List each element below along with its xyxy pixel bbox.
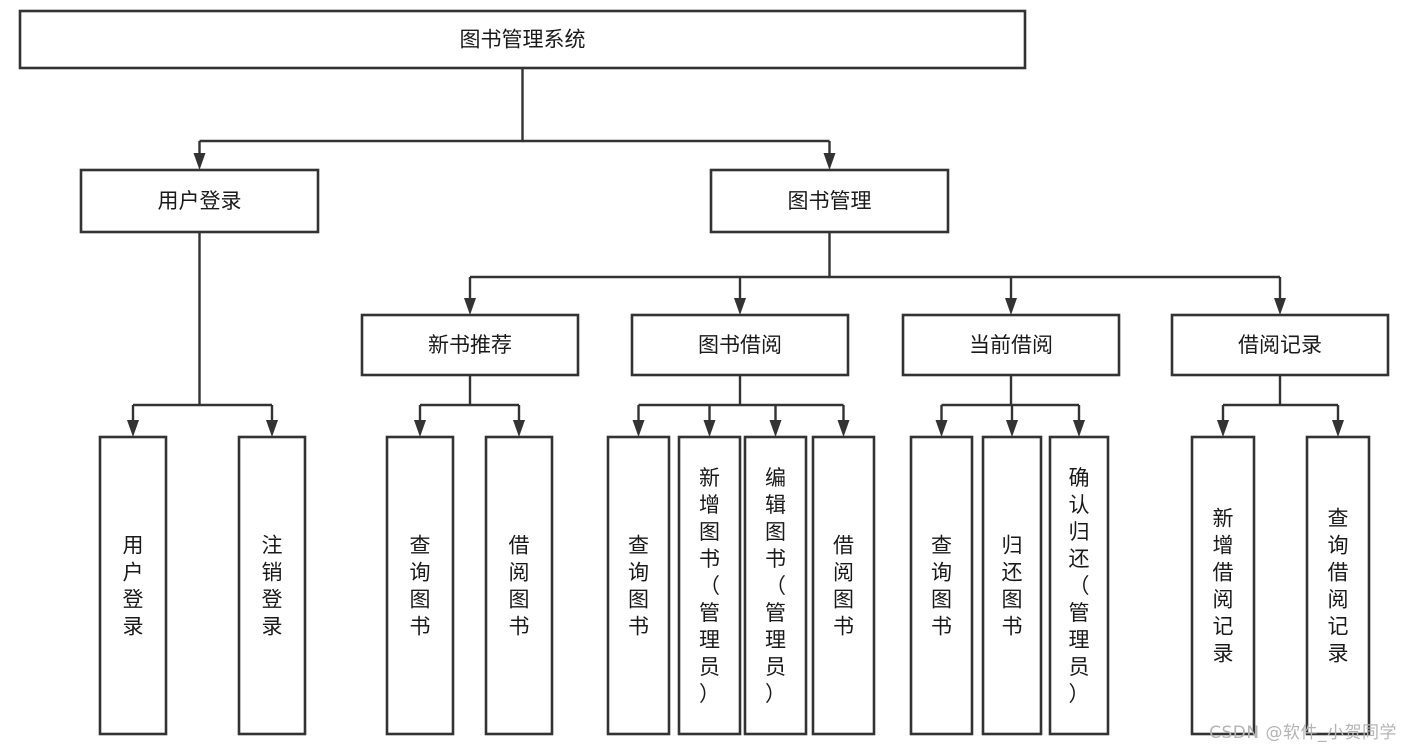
node-leaf-query-book-cur-label: 查询图书 [931, 534, 952, 639]
node-leaf-return-book[interactable]: 归还图书 [981, 435, 1043, 736]
node-current-borrow-box [901, 313, 1121, 377]
node-leaf-edit-book-label: 编辑图书（管理员） [765, 466, 786, 706]
node-leaf-user-login-box [98, 435, 168, 736]
node-leaf-borrow-book-rec-label: 借阅图书 [509, 534, 530, 639]
node-leaf-query-book-rec[interactable]: 查询图书 [385, 435, 455, 736]
node-borrow-record[interactable]: 借阅记录 [1170, 313, 1390, 377]
node-leaf-query-book-borrow[interactable]: 查询图书 [606, 435, 671, 736]
node-leaf-user-login-label: 用户登录 [123, 534, 144, 639]
connector-layer [127, 68, 1344, 437]
node-leaf-add-book-box [677, 435, 742, 736]
node-leaf-confirm-return-label: 确认归还（管理员） [1069, 466, 1090, 706]
node-leaf-query-book-rec-label: 查询图书 [410, 534, 431, 639]
node-leaf-return-book-label: 归还图书 [1002, 534, 1023, 639]
node-book-manage-label: 图书管理 [788, 189, 872, 213]
current-borrow-to-leaves-branch-2-arrow-head-icon [1073, 420, 1085, 437]
node-leaf-user-logout-label: 注销登录 [262, 534, 283, 639]
node-user-login[interactable]: 用户登录 [79, 168, 320, 234]
node-borrow-record-label: 借阅记录 [1238, 333, 1322, 357]
node-book-borrow-label: 图书借阅 [698, 333, 782, 357]
node-leaf-confirm-return-box [1048, 435, 1110, 736]
node-user-login-label: 用户登录 [158, 189, 242, 213]
node-leaf-query-record-label: 查询借阅记录 [1328, 507, 1349, 666]
node-leaf-return-book-box [981, 435, 1043, 736]
node-leaf-user-logout[interactable]: 注销登录 [237, 435, 307, 736]
node-new-book-rec-box [360, 313, 580, 377]
book-manage-to-level3-branch-2-arrow-head-icon [1005, 298, 1017, 315]
root-to-level2-branch-0-arrow-head-icon [193, 153, 206, 170]
book-borrow-to-leaves-branch-1-arrow-head-icon [703, 420, 716, 437]
root-to-level2-branch-1-arrow-head-icon [823, 153, 836, 170]
watermark-text: CSDN @软件_小贺同学 [1209, 723, 1397, 743]
node-book-manage[interactable]: 图书管理 [709, 168, 950, 234]
node-leaf-query-book-cur[interactable]: 查询图书 [909, 435, 974, 736]
node-leaf-confirm-return[interactable]: 确认归还（管理员） [1048, 435, 1110, 736]
node-leaf-borrow-book-rec[interactable]: 借阅图书 [484, 435, 554, 736]
node-root-system-label: 图书管理系统 [460, 28, 586, 52]
node-leaf-user-login[interactable]: 用户登录 [98, 435, 168, 736]
node-leaf-borrow-book[interactable]: 借阅图书 [811, 435, 876, 736]
node-leaf-query-record-box [1305, 435, 1371, 736]
node-user-login-box [79, 168, 320, 234]
node-leaf-borrow-book-box [811, 435, 876, 736]
node-book-borrow-box [630, 313, 850, 377]
node-leaf-add-record-box [1190, 435, 1256, 736]
borrow-record-to-leaves-branch-1-arrow-head-icon [1332, 420, 1344, 437]
book-borrow-to-leaves-branch-0-arrow-head-icon [632, 420, 645, 437]
node-leaf-add-book[interactable]: 新增图书（管理员） [677, 435, 742, 736]
book-manage-to-level3-branch-1-arrow-head-icon [734, 298, 746, 315]
node-leaf-query-record[interactable]: 查询借阅记录 [1305, 435, 1371, 736]
node-leaf-query-book-rec-box [385, 435, 455, 736]
node-root-system[interactable]: 图书管理系统 [18, 9, 1027, 70]
node-leaf-query-book-borrow-label: 查询图书 [628, 534, 649, 639]
node-new-book-rec[interactable]: 新书推荐 [360, 313, 580, 377]
node-leaf-add-book-label: 新增图书（管理员） [699, 466, 720, 706]
node-leaf-query-book-cur-box [909, 435, 974, 736]
node-leaf-add-record[interactable]: 新增借阅记录 [1190, 435, 1256, 736]
node-leaf-user-logout-box [237, 435, 307, 736]
new-book-rec-to-leaves-branch-0-arrow-head-icon [414, 420, 426, 437]
node-leaf-edit-book[interactable]: 编辑图书（管理员） [743, 435, 808, 736]
book-borrow-to-leaves-branch-2-arrow-head-icon [769, 420, 782, 437]
node-layer: 图书管理系统用户登录图书管理新书推荐图书借阅当前借阅借阅记录用户登录注销登录查询… [18, 9, 1390, 736]
book-manage-to-level3-branch-3-arrow-head-icon [1274, 298, 1286, 315]
node-leaf-query-book-borrow-box [606, 435, 671, 736]
user-login-to-leaves-branch-0-arrow-head-icon [127, 420, 139, 437]
node-new-book-rec-label: 新书推荐 [428, 333, 512, 357]
node-current-borrow-label: 当前借阅 [969, 333, 1053, 357]
node-leaf-borrow-book-rec-box [484, 435, 554, 736]
node-borrow-record-box [1170, 313, 1390, 377]
current-borrow-to-leaves-branch-0-arrow-head-icon [935, 420, 948, 437]
book-manage-to-level3-branch-0-arrow-head-icon [464, 298, 476, 315]
book-borrow-to-leaves-branch-3-arrow-head-icon [837, 420, 850, 437]
node-current-borrow[interactable]: 当前借阅 [901, 313, 1121, 377]
node-leaf-borrow-book-label: 借阅图书 [833, 534, 854, 639]
node-leaf-add-record-label: 新增借阅记录 [1213, 507, 1234, 666]
node-leaf-edit-book-box [743, 435, 808, 736]
node-book-manage-box [709, 168, 950, 234]
node-root-system-box [18, 9, 1027, 70]
node-book-borrow[interactable]: 图书借阅 [630, 313, 850, 377]
current-borrow-to-leaves-branch-1-arrow-head-icon [1006, 420, 1018, 437]
user-login-to-leaves-branch-1-arrow-head-icon [266, 420, 278, 437]
borrow-record-to-leaves-branch-0-arrow-head-icon [1217, 420, 1229, 437]
new-book-rec-to-leaves-branch-1-arrow-head-icon [513, 420, 525, 437]
